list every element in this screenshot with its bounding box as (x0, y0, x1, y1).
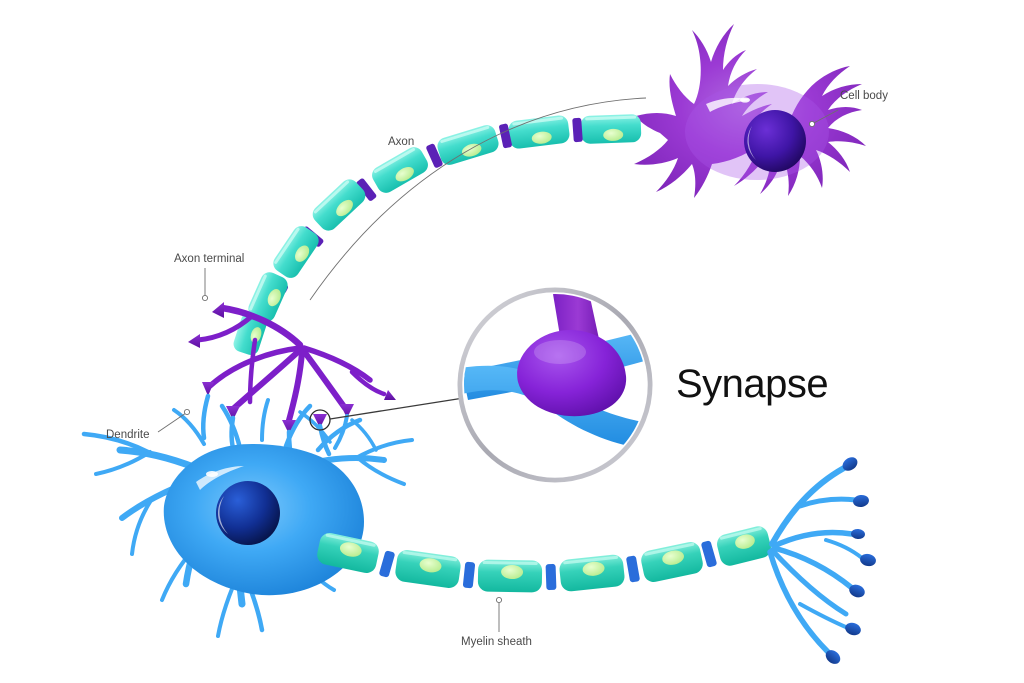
blue-nucleus (216, 481, 280, 545)
blue-terminal-boutons (825, 457, 876, 664)
label-axon-terminal: Axon terminal (174, 253, 244, 302)
figure-title: Synapse (676, 362, 828, 406)
magnifier-contents (464, 294, 646, 450)
purple-axon-terminals (195, 304, 387, 427)
blue-cell-body (163, 444, 364, 596)
purple-cell-body (634, 24, 866, 198)
labels-layer: Cell body Axon Axon terminal Dendrite My… (106, 90, 888, 648)
label-axon-text: Axon (388, 136, 414, 148)
synapse-callout-marker (309, 409, 331, 431)
top-neuron-purple (188, 24, 866, 434)
label-dendrite-text: Dendrite (106, 429, 149, 441)
purple-synaptic-boutons (202, 382, 354, 434)
bottom-neuron-blue (81, 393, 876, 664)
label-dendrite: Dendrite (106, 408, 191, 441)
synapse-magnifier (309, 287, 653, 483)
label-axon: Axon (309, 97, 647, 301)
purple-nucleus (744, 110, 806, 172)
purple-free-boutons (188, 302, 396, 400)
label-myelin-sheath: Myelin sheath (461, 596, 532, 648)
synapse-callout-line (329, 396, 471, 420)
bottom-axon-myelin-sheath (317, 526, 771, 593)
label-myelin-sheath-text: Myelin sheath (461, 636, 532, 648)
label-cell-body: Cell body (808, 90, 888, 128)
label-axon-terminal-text: Axon terminal (174, 253, 244, 265)
blue-axon-terminals (767, 465, 864, 655)
label-cell-body-text: Cell body (840, 90, 888, 102)
